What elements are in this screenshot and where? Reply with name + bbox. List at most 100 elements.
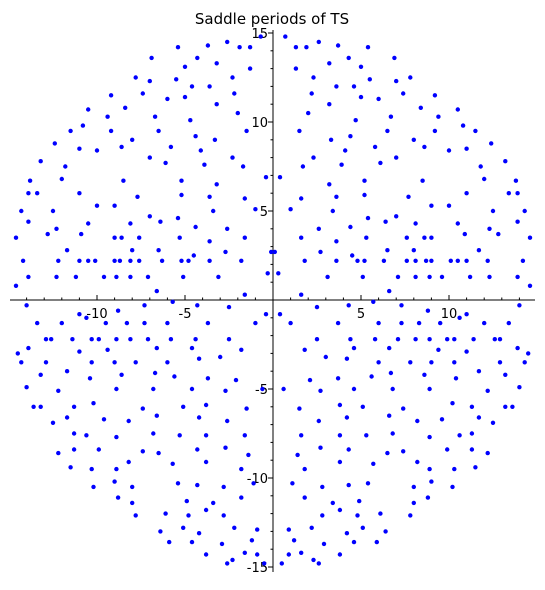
- data-point: [429, 258, 434, 263]
- data-point: [309, 91, 314, 96]
- data-point: [263, 175, 269, 180]
- data-point: [214, 182, 219, 187]
- data-point: [20, 258, 26, 263]
- data-point: [119, 235, 124, 240]
- data-point: [372, 144, 378, 150]
- data-point: [94, 203, 100, 208]
- data-point: [94, 148, 100, 153]
- data-point: [193, 134, 198, 139]
- data-point: [226, 304, 232, 310]
- data-point: [149, 55, 154, 61]
- data-point: [219, 541, 225, 547]
- data-point: [515, 191, 520, 196]
- data-point: [101, 274, 107, 280]
- data-point: [318, 445, 323, 450]
- data-point: [242, 292, 247, 297]
- data-point: [497, 360, 503, 365]
- data-point: [265, 271, 270, 276]
- data-point: [378, 511, 383, 516]
- data-point: [108, 93, 114, 98]
- data-point: [467, 274, 473, 280]
- data-point: [207, 258, 212, 263]
- data-point: [181, 404, 186, 409]
- data-point: [13, 283, 19, 288]
- data-point: [96, 447, 102, 452]
- data-point: [214, 61, 219, 66]
- data-point: [181, 274, 186, 280]
- data-point: [376, 360, 381, 365]
- data-point: [156, 128, 161, 134]
- data-point: [112, 258, 117, 263]
- data-point: [302, 495, 307, 500]
- data-point: [91, 484, 96, 490]
- data-point: [121, 178, 126, 183]
- data-point: [348, 337, 353, 342]
- data-point: [462, 231, 467, 237]
- data-point: [471, 337, 476, 342]
- data-point: [445, 447, 450, 452]
- data-point: [64, 415, 70, 420]
- data-point: [383, 219, 388, 224]
- data-point: [237, 45, 242, 50]
- data-point: [306, 110, 311, 116]
- data-point: [84, 315, 89, 320]
- data-point: [406, 194, 411, 199]
- data-point: [225, 39, 230, 45]
- data-point: [221, 513, 226, 518]
- data-point: [262, 561, 267, 566]
- data-point: [163, 511, 168, 516]
- data-point: [43, 337, 49, 342]
- data-point: [126, 418, 131, 424]
- data-point: [311, 75, 316, 80]
- data-point: [196, 415, 202, 420]
- data-point: [133, 360, 138, 365]
- data-point: [394, 214, 399, 219]
- data-point: [35, 191, 40, 196]
- data-point: [151, 386, 156, 392]
- data-point: [439, 274, 445, 280]
- data-point: [77, 191, 82, 196]
- data-point: [299, 235, 304, 240]
- data-point: [101, 417, 107, 422]
- data-point: [515, 219, 520, 224]
- data-point: [56, 388, 61, 393]
- data-point: [24, 385, 29, 390]
- data-point: [445, 337, 450, 342]
- data-point: [385, 248, 390, 253]
- data-point: [115, 308, 121, 313]
- data-point: [436, 347, 441, 352]
- data-point: [469, 404, 475, 409]
- data-point: [272, 249, 277, 255]
- data-point: [93, 258, 98, 263]
- data-point: [175, 45, 181, 50]
- data-point: [334, 258, 339, 263]
- data-point: [140, 406, 145, 411]
- data-point: [142, 303, 147, 308]
- data-point: [339, 162, 344, 167]
- data-point: [304, 45, 309, 50]
- data-point: [427, 466, 432, 472]
- data-point: [344, 356, 350, 361]
- data-point: [45, 231, 50, 237]
- data-point: [422, 235, 427, 240]
- data-point: [302, 347, 307, 352]
- data-point: [216, 274, 221, 280]
- data-point: [453, 376, 459, 381]
- data-point: [26, 191, 31, 196]
- data-point: [203, 459, 209, 465]
- data-point: [15, 351, 20, 356]
- data-point: [365, 481, 371, 486]
- data-point: [112, 360, 117, 365]
- data-point: [112, 235, 117, 240]
- data-point: [337, 402, 343, 408]
- data-point: [360, 274, 365, 280]
- data-point: [408, 360, 413, 365]
- data-point: [71, 447, 77, 452]
- data-point: [103, 320, 109, 326]
- data-point: [242, 433, 247, 438]
- data-point: [411, 137, 416, 142]
- data-point: [351, 345, 357, 351]
- data-point: [253, 320, 258, 326]
- data-point: [198, 148, 203, 153]
- data-point: [179, 192, 184, 198]
